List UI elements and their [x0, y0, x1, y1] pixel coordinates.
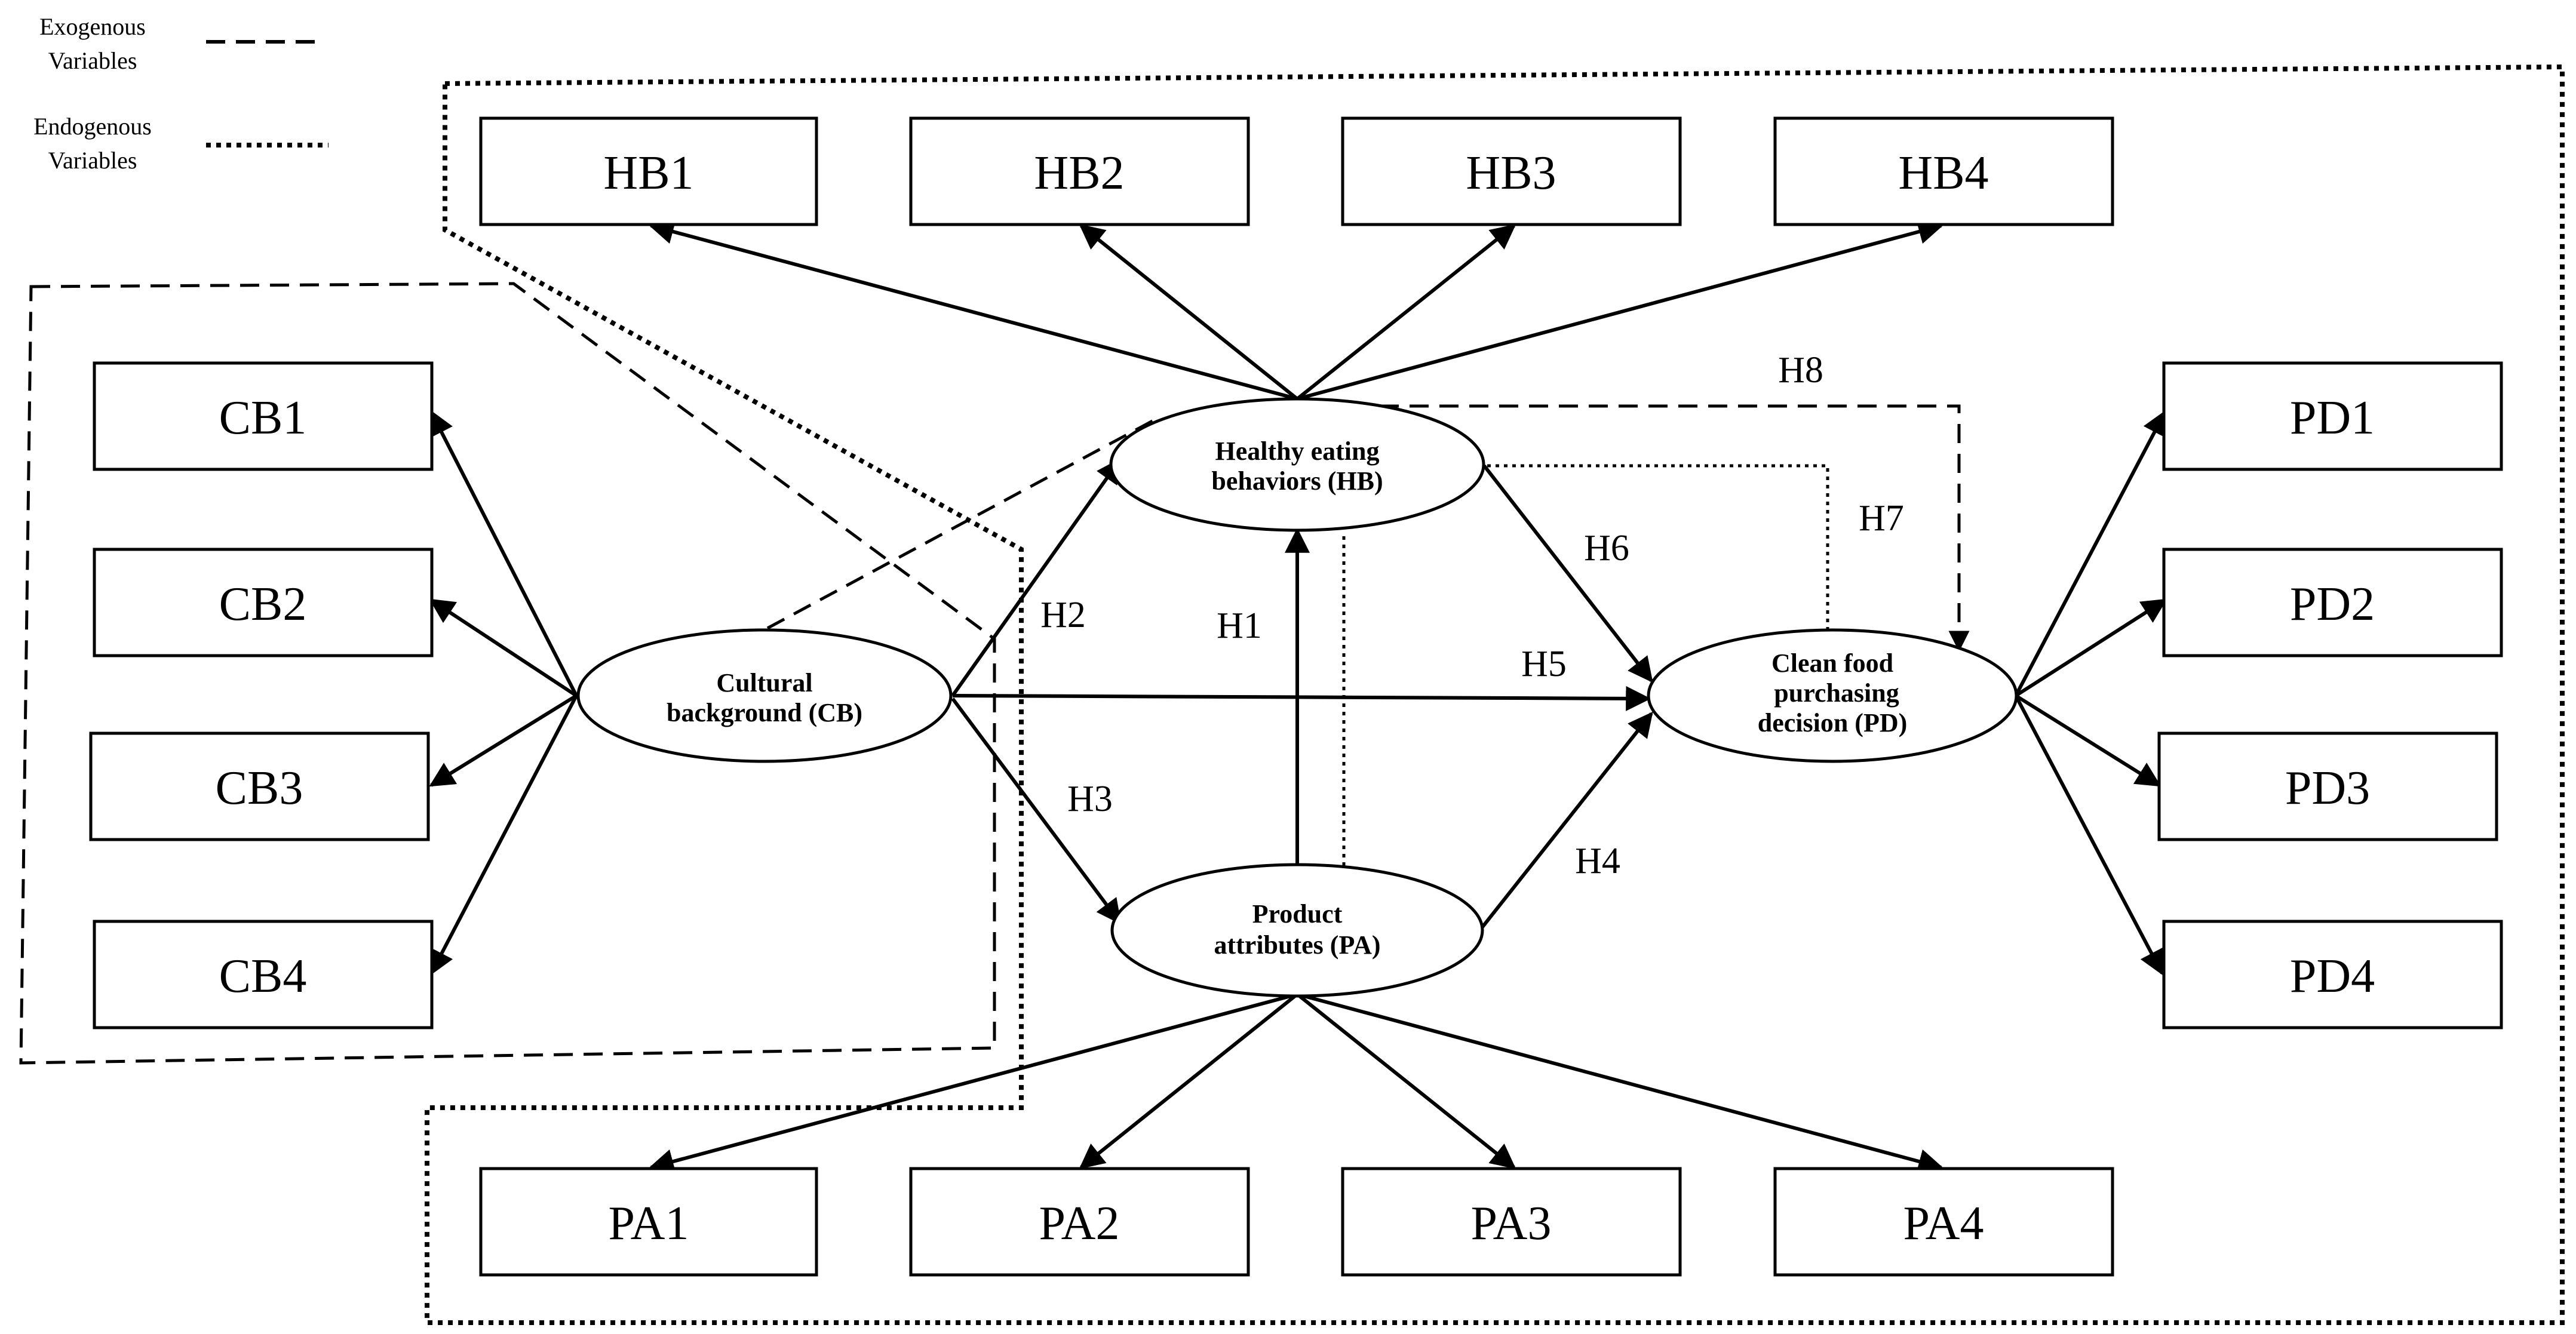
hb2-box	[909, 116, 1250, 226]
pd-label-line2: purchasing	[1774, 678, 1899, 708]
hypothesis-labels: H1 H2 H3 H4 H5 H6 H7 H8	[1040, 350, 1904, 881]
exogenous-region-outline	[19, 282, 996, 1065]
pd-label-line3: decision (PD)	[1758, 708, 1908, 737]
path-pa-to-pa2	[1079, 992, 1298, 1169]
legend-exogenous-line2: Variables	[48, 47, 137, 74]
pa1-label: PA1	[609, 1197, 689, 1250]
construct-pd: Clean food purchasing decision (PD)	[1647, 628, 2018, 763]
h3-label: H3	[1067, 779, 1113, 819]
pa-oval	[1110, 863, 1484, 998]
hb4-label: HB4	[1898, 147, 1988, 199]
legend-endogenous-line1: Endogenous	[33, 113, 152, 140]
h7-label: H7	[1859, 498, 1904, 539]
path-pd-to-pd1	[2014, 410, 2167, 697]
pa1-box	[479, 1167, 818, 1277]
h8-dashed-path-cb-hb	[766, 417, 1157, 630]
path-hb-to-hb4	[1297, 219, 1944, 401]
h2-label: H2	[1040, 595, 1086, 635]
hb3-label: HB3	[1466, 147, 1556, 199]
path-pd-to-pd3	[2015, 694, 2161, 787]
pa2-box	[909, 1167, 1250, 1277]
pd2-box	[2162, 548, 2503, 657]
pd1-box	[2162, 361, 2503, 471]
pa-label-line1: Product	[1252, 899, 1343, 929]
cb4-label: CB4	[219, 950, 307, 1003]
pa-label-line2: attributes (PA)	[1214, 930, 1381, 960]
pa4-label: PA4	[1903, 1197, 1984, 1250]
cb-oval	[576, 628, 953, 763]
hb1-label: HB1	[603, 147, 693, 199]
h1-label: H1	[1217, 605, 1262, 646]
structural-paths	[951, 457, 1653, 930]
hb4-box	[1773, 116, 2114, 226]
pd2-label: PD2	[2290, 578, 2375, 631]
hb-oval	[1109, 397, 1485, 532]
path-pa-to-pa4	[1297, 992, 1944, 1174]
cb-indicators: CB1 CB2 CB3 CB4	[89, 361, 434, 1029]
pa-indicators: PA1 PA2 PA3 PA4	[479, 1167, 2114, 1277]
pd3-box	[2157, 731, 2498, 841]
path-hb-to-hb2	[1079, 224, 1298, 401]
h8-dashed-path	[1380, 404, 1970, 652]
cb4-box	[93, 920, 434, 1029]
cb3-label: CB3	[216, 762, 303, 814]
h4-label: H4	[1575, 841, 1620, 881]
path-pa-to-pa3	[1296, 992, 1516, 1169]
cb1-label: CB1	[219, 392, 307, 444]
pd4-box	[2162, 920, 2503, 1029]
path-cb-to-pa	[951, 697, 1122, 925]
h5-label: H5	[1521, 644, 1567, 684]
construct-cb: Cultural background (CB)	[576, 628, 953, 763]
pa3-box	[1341, 1167, 1682, 1277]
path-cb-to-hb	[951, 457, 1122, 697]
pd-indicators: PD1 PD2 PD3 PD4	[2157, 361, 2503, 1029]
pa3-label: PA3	[1471, 1197, 1552, 1250]
pd3-label: PD3	[2285, 762, 2370, 814]
construct-hb: Healthy eating behaviors (HB)	[1109, 397, 1485, 532]
path-cb-to-cb4	[429, 694, 578, 976]
path-pa-to-pd	[1479, 711, 1653, 930]
pd4-label: PD4	[2290, 950, 2375, 1003]
legend-exogenous-line1: Exogenous	[39, 13, 146, 40]
cb-label-line1: Cultural	[716, 668, 812, 697]
legend: Exogenous Variables Endogenous Variables	[33, 13, 328, 174]
cb2-label: CB2	[219, 578, 307, 631]
h6-label: H6	[1584, 528, 1629, 568]
hb-indicators: HB1 HB2 HB3 HB4	[479, 116, 2114, 226]
path-cb-to-cb1	[429, 410, 578, 697]
path-hb-to-hb1	[648, 219, 1298, 401]
pd1-label: PD1	[2290, 392, 2375, 444]
cb2-box	[93, 548, 434, 657]
construct-pa: Product attributes (PA)	[1110, 863, 1484, 998]
cb1-box	[93, 361, 434, 471]
path-cb-to-pd	[952, 686, 1651, 711]
measurement-paths	[429, 219, 2167, 1174]
pd-label-line1: Clean food	[1771, 648, 1893, 678]
hb-label-line1: Healthy eating	[1215, 437, 1380, 466]
cb3-box	[89, 731, 430, 841]
path-cb-to-cb2	[429, 598, 578, 697]
path-hb-to-hb3	[1296, 224, 1516, 401]
legend-endogenous-line2: Variables	[48, 147, 137, 174]
cb-label-line2: background (CB)	[667, 698, 862, 727]
hb3-box	[1341, 116, 1682, 226]
h8-label: H8	[1778, 350, 1823, 391]
path-pd-to-pd4	[2014, 694, 2164, 976]
hb2-label: HB2	[1034, 147, 1124, 199]
path-pd-to-pd2	[2015, 598, 2167, 697]
pa4-box	[1773, 1167, 2114, 1277]
h7-dotted-path	[1487, 464, 1838, 652]
path-hb-to-pd	[1482, 465, 1653, 683]
path-cb-to-cb3	[429, 694, 578, 787]
path-pa-to-pa1	[648, 992, 1298, 1174]
hb1-box	[479, 116, 818, 226]
pa2-label: PA2	[1039, 1197, 1120, 1250]
hb-label-line2: behaviors (HB)	[1211, 466, 1383, 496]
pd-oval	[1647, 628, 2018, 763]
